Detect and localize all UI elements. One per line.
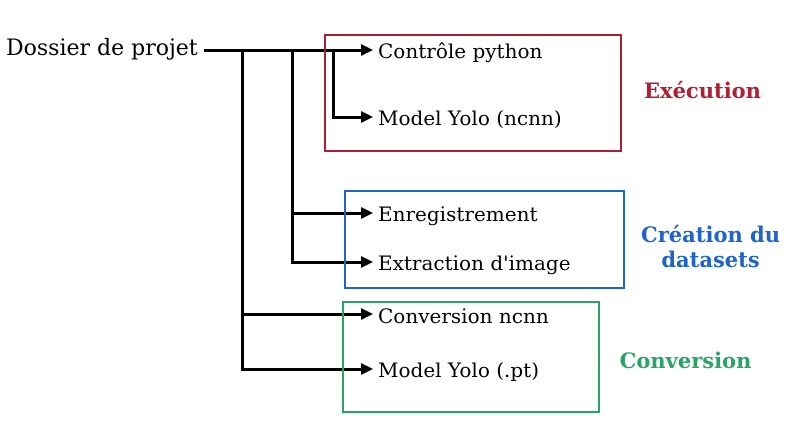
connector-to-extraction-image — [291, 261, 362, 264]
arrowhead-model-yolo-pt — [361, 363, 373, 375]
dataset-creation-box — [344, 190, 625, 289]
execution-box — [324, 34, 622, 152]
arrowhead-conversion-ncnn — [361, 308, 373, 320]
arrowhead-model-yolo-ncnn — [361, 111, 373, 123]
conversion-label: Conversion — [619, 348, 752, 373]
connector-to-model-yolo-ncnn — [332, 116, 362, 119]
connector-vertical-datasets — [291, 49, 294, 264]
connector-vertical-conversion — [241, 49, 244, 371]
node-extraction-image: Extraction d'image — [378, 251, 571, 275]
root-node-label: Dossier de projet — [6, 36, 198, 61]
arrowhead-enregistrement — [361, 207, 373, 219]
arrowhead-controle-python — [361, 44, 373, 56]
conversion-box — [342, 301, 600, 413]
connector-to-model-yolo-pt — [241, 368, 362, 371]
node-model-yolo-ncnn: Model Yolo (ncnn) — [378, 106, 562, 130]
node-enregistrement: Enregistrement — [378, 202, 538, 226]
connector-to-conversion-ncnn — [241, 313, 362, 316]
node-controle-python: Contrôle python — [378, 39, 543, 63]
connector-to-enregistrement — [291, 212, 362, 215]
connector-root-to-controle-python — [204, 49, 362, 52]
node-model-yolo-pt: Model Yolo (.pt) — [378, 358, 540, 382]
dataset-creation-label: Création du datasets — [641, 222, 780, 272]
arrowhead-extraction-image — [361, 256, 373, 268]
execution-label: Exécution — [644, 78, 761, 103]
connector-vertical-execution — [332, 49, 335, 119]
node-conversion-ncnn: Conversion ncnn — [378, 304, 549, 328]
